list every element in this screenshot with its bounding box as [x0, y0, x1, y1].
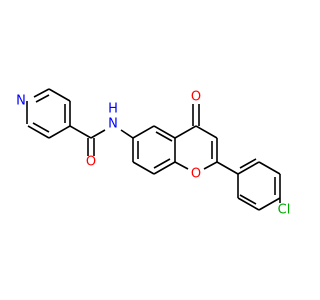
amide-oxygen-label: O: [86, 155, 96, 170]
bond: [48, 125, 71, 139]
bond: [32, 122, 50, 133]
bond: [90, 129, 106, 139]
bond: [237, 197, 260, 211]
amide-hydrogen-label: H: [108, 102, 118, 117]
bond: [239, 158, 257, 169]
ketone-oxygen-label: O: [191, 90, 201, 105]
pyridine-nitrogen-label: N: [16, 94, 26, 109]
bond: [153, 158, 171, 169]
chlorine-label: Cl: [278, 203, 291, 218]
bond: [216, 161, 239, 175]
bond: [48, 88, 71, 102]
bond: [153, 125, 176, 139]
bond: [120, 129, 134, 139]
bond: [203, 161, 218, 170]
bond: [155, 131, 173, 142]
bond: [132, 161, 155, 175]
ring-oxygen-label: O: [191, 167, 201, 182]
bond: [69, 125, 92, 139]
chemical-structure: N O N H O O Cl: [16, 88, 290, 218]
bond: [27, 125, 50, 139]
bond: [132, 125, 155, 139]
bond: [153, 161, 176, 175]
bond: [258, 197, 281, 211]
bond: [195, 125, 218, 139]
bond: [237, 161, 260, 175]
bond: [258, 161, 281, 175]
bond: [174, 125, 197, 139]
bond: [35, 94, 50, 103]
bonds: [26, 88, 281, 211]
atom-labels: N O N H O O Cl: [16, 90, 290, 218]
bond: [33, 88, 50, 98]
bond: [174, 161, 189, 170]
bond: [239, 194, 257, 205]
amide-nitrogen-label: N: [108, 117, 118, 132]
